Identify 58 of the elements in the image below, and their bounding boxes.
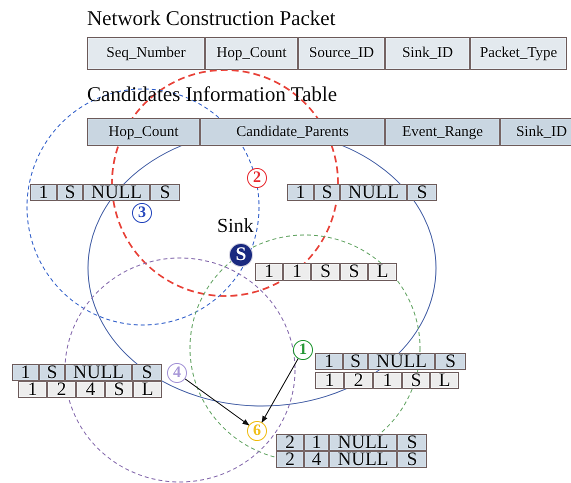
table-cell: NULL <box>83 184 150 201</box>
table-cell: S <box>132 364 162 381</box>
sensor-node: 3 <box>132 203 152 223</box>
table-cell: Packet_Type <box>470 37 567 70</box>
table-cell: L <box>368 263 397 281</box>
table-cell: 2 <box>276 451 304 468</box>
table-cell: S <box>39 364 65 381</box>
table-cell: 1 <box>304 434 329 451</box>
table-cell: Source_ID <box>298 37 385 70</box>
table-cell: S <box>311 263 340 281</box>
table-cell: Candidate_Parents <box>200 118 385 146</box>
table-cell: 4 <box>76 381 105 398</box>
table-title: Network Construction Packet <box>87 6 336 31</box>
table-cell: 2 <box>276 434 304 451</box>
table-cell: 1 <box>18 381 47 398</box>
table-cell: Sink_ID <box>500 118 571 146</box>
sensor-node: 6 <box>247 421 267 441</box>
table-cell: Hop_Count <box>205 37 298 70</box>
table-cell: NULL <box>329 451 397 468</box>
table-cell: S <box>397 451 427 468</box>
table-cell: S <box>314 184 340 201</box>
table-cell: NULL <box>368 353 435 370</box>
table-cell: 1 <box>315 353 343 370</box>
table-cell: Sink_ID <box>385 37 470 70</box>
table-cell: 2 <box>344 372 373 389</box>
sink-node: S <box>229 243 253 267</box>
sensor-node: 2 <box>247 168 267 188</box>
table-cell: 4 <box>304 451 329 468</box>
table-cell: S <box>343 353 368 370</box>
table-cell: 1 <box>283 263 311 281</box>
table-cell: 1 <box>12 364 39 381</box>
table-cell: S <box>105 381 133 398</box>
sensor-node: 4 <box>167 363 187 383</box>
table-cell: S <box>407 184 437 201</box>
node-caption: Sink <box>217 215 254 238</box>
table-cell: S <box>397 434 427 451</box>
table-cell: S <box>340 263 368 281</box>
table-cell: 1 <box>315 372 344 389</box>
table-cell: Event_Range <box>385 118 500 146</box>
arrow <box>184 378 250 426</box>
table-cell: NULL <box>329 434 397 451</box>
table-cell: 2 <box>47 381 76 398</box>
table-cell: 1 <box>287 184 314 201</box>
table-cell: Hop_Count <box>87 118 200 146</box>
table-cell: 1 <box>30 184 57 201</box>
table-cell: NULL <box>340 184 407 201</box>
sensor-node: 1 <box>293 340 313 360</box>
table-cell: S <box>150 184 180 201</box>
table-cell: 1 <box>255 263 283 281</box>
table-cell: 1 <box>373 372 402 389</box>
table-cell: S <box>402 372 430 389</box>
table-cell: L <box>133 381 162 398</box>
table-cell: S <box>435 353 466 370</box>
table-cell: L <box>430 372 459 389</box>
table-cell: S <box>57 184 83 201</box>
arrow <box>261 358 299 423</box>
table-cell: Seq_Number <box>87 37 205 70</box>
table-cell: NULL <box>65 364 132 381</box>
